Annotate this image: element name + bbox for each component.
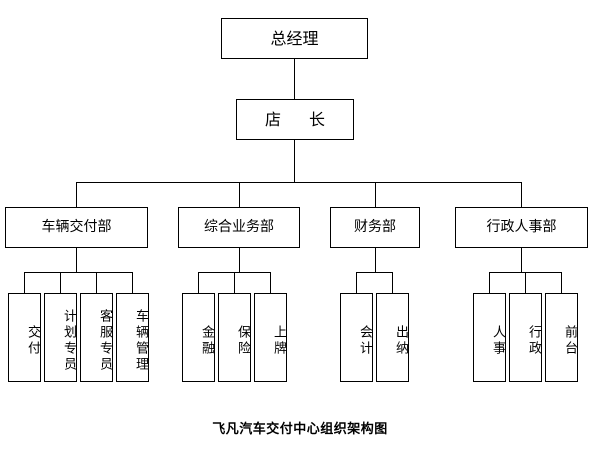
position-box[interactable]: 人事 [473,293,506,382]
connector-dept-bus [76,182,522,183]
connector-finance-bus [356,272,393,273]
position-box[interactable]: 会计 [340,293,373,382]
connector-delivery-drop-4 [132,272,133,293]
position-box[interactable]: 保险 [218,293,251,382]
connector-delivery-drop-3 [96,272,97,293]
connector-delivery-drop-2 [60,272,61,293]
connector-business-drop-1 [198,272,199,293]
department-box[interactable]: 综合业务部 [178,207,300,248]
connector-delivery-stem [76,248,77,272]
department-box[interactable]: 财务部 [330,207,420,248]
connector-bus-to-business [239,182,240,207]
department-box[interactable]: 行政人事部 [455,207,588,248]
connector-bus-to-delivery [76,182,77,207]
node-store-manager[interactable]: 店 长 [236,99,354,140]
position-box[interactable]: 车辆管理 [116,293,149,382]
position-box[interactable]: 交付 [8,293,41,382]
connector-hr-drop-3 [561,272,562,293]
position-box[interactable]: 上牌 [254,293,287,382]
connector-business-drop-2 [234,272,235,293]
connector-root-to-manager [294,59,295,99]
connector-business-stem [239,248,240,272]
node-general-manager[interactable]: 总经理 [221,18,368,59]
position-box[interactable]: 客服专员 [80,293,113,382]
position-box[interactable]: 计划专员 [44,293,77,382]
connector-bus-to-finance [375,182,376,207]
position-box[interactable]: 金融 [182,293,215,382]
connector-hr-drop-1 [489,272,490,293]
position-box[interactable]: 出纳 [376,293,409,382]
connector-hr-drop-2 [525,272,526,293]
connector-finance-drop-2 [392,272,393,293]
connector-delivery-drop-1 [24,272,25,293]
chart-caption: 飞凡汽车交付中心组织架构图 [212,422,388,437]
connector-finance-stem [375,248,376,272]
position-box[interactable]: 前台 [545,293,578,382]
connector-manager-down-stub [294,140,295,182]
connector-hr-stem [521,248,522,272]
position-box[interactable]: 行政 [509,293,542,382]
connector-delivery-bus [24,272,133,273]
department-box[interactable]: 车辆交付部 [5,207,148,248]
connector-business-drop-3 [270,272,271,293]
connector-finance-drop-1 [356,272,357,293]
connector-bus-to-hr [521,182,522,207]
